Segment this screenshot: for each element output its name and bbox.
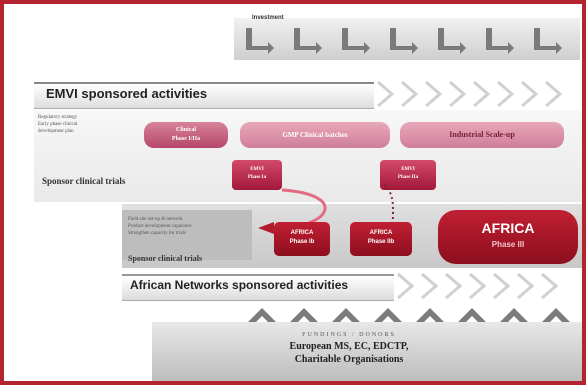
- text-line: Product development capacities: [128, 224, 192, 229]
- text-line: Early phase clinical: [38, 122, 78, 127]
- funding-band: [152, 322, 582, 381]
- chevron-up-icon: [414, 308, 446, 324]
- cyl-line: Phase Ib: [289, 239, 315, 245]
- text-line: Regulatory strategy: [38, 115, 78, 120]
- cyl-line: EMVI: [401, 167, 415, 172]
- emvi-bar: [34, 82, 374, 109]
- chevron-up-icon: [246, 308, 278, 324]
- arrow-icon: [246, 28, 274, 54]
- chevron-right-icon: [425, 80, 443, 108]
- chevron-right-icon: [517, 272, 535, 300]
- arrow-left-icon: [258, 222, 274, 234]
- funding-heading: FUNDINGS / DONORS: [302, 332, 396, 338]
- chevron-right-icon: [421, 272, 439, 300]
- cyl-line: AFRICA: [290, 230, 314, 236]
- investment-label: Investment: [252, 15, 284, 21]
- funding-line-1: European MS, EC, EDCTP,: [289, 341, 409, 352]
- arrow-icon: [294, 28, 322, 54]
- african-networks-bar: [122, 274, 394, 301]
- chevron-right-icon: [541, 272, 559, 300]
- chevron-right-icon: [545, 80, 563, 108]
- arrow-icon: [486, 28, 514, 54]
- arrow-icon: [390, 28, 418, 54]
- arrow-icon: [438, 28, 466, 54]
- chevron-up-icon: [540, 308, 572, 324]
- cyl-line: EMVI: [250, 167, 264, 172]
- funding-chevrons: [246, 308, 572, 324]
- emvi-chevrons: [377, 80, 563, 108]
- funding-line-2: Charitable Organisations: [294, 354, 404, 365]
- chevron-right-icon: [397, 272, 415, 300]
- investment-band: [234, 18, 580, 60]
- africa-big-title: AFRICA: [481, 220, 535, 236]
- chevron-right-icon: [445, 272, 463, 300]
- pill-line: Phase I/IIa: [171, 136, 201, 142]
- cyl-line: Phase IIa: [397, 175, 419, 180]
- clinical-phase-pill: Clinical Phase I/IIa: [144, 122, 228, 148]
- african-networks-title: African Networks sponsored activities: [130, 278, 349, 292]
- text-line: Field site set-up & network: [128, 217, 183, 222]
- emvi-phase-1a: EMVI Phase Ia: [232, 160, 282, 190]
- chevron-right-icon: [377, 80, 395, 108]
- africa-left-text: Field site set-up & network Product deve…: [128, 216, 248, 237]
- african-networks-chevrons: [397, 272, 559, 300]
- chevron-up-icon: [330, 308, 362, 324]
- investment-arrows: [246, 28, 562, 54]
- cyl-line: Phase IIb: [367, 239, 395, 245]
- africa-sponsor-label: Sponsor clinical trials: [128, 254, 203, 263]
- emvi-sponsor-label: Sponsor clinical trials: [42, 176, 126, 186]
- africa-phase-1b: AFRICA Phase Ib: [274, 222, 330, 256]
- chevron-right-icon: [497, 80, 515, 108]
- chevron-right-icon: [521, 80, 539, 108]
- arrow-icon: [342, 28, 370, 54]
- chevron-right-icon: [469, 272, 487, 300]
- chevron-up-icon: [288, 308, 320, 324]
- gmp-batches-pill: GMP Clinical batches: [240, 122, 390, 148]
- emvi-phase-2a: EMVI Phase IIa: [380, 160, 436, 190]
- africa-phase-3: AFRICA Phase III: [438, 210, 578, 264]
- emvi-title: EMVI sponsored activities: [46, 86, 208, 101]
- funding-text: FUNDINGS / DONORS European MS, EC, EDCTP…: [234, 332, 464, 365]
- text-line: Strengthen capacity for trials: [128, 231, 186, 236]
- africa-text-box: [122, 210, 252, 260]
- emvi-left-text: Regulatory strategy Early phase clinical…: [38, 114, 128, 135]
- chevron-up-icon: [498, 308, 530, 324]
- chevron-right-icon: [401, 80, 419, 108]
- industrial-scaleup-pill: Industrial Scale-up: [400, 122, 564, 148]
- africa-phase-2b: AFRICA Phase IIb: [350, 222, 412, 256]
- cyl-line: AFRICA: [369, 230, 393, 236]
- africa-big-sub: Phase III: [491, 240, 525, 249]
- pill-line: Clinical: [175, 127, 196, 133]
- chevron-right-icon: [449, 80, 467, 108]
- chevron-right-icon: [493, 272, 511, 300]
- cyl-line: Phase Ia: [247, 175, 267, 180]
- chevron-up-icon: [456, 308, 488, 324]
- chevron-up-icon: [372, 308, 404, 324]
- text-line: development plan: [38, 129, 74, 134]
- arrow-icon: [534, 28, 562, 54]
- chevron-right-icon: [473, 80, 491, 108]
